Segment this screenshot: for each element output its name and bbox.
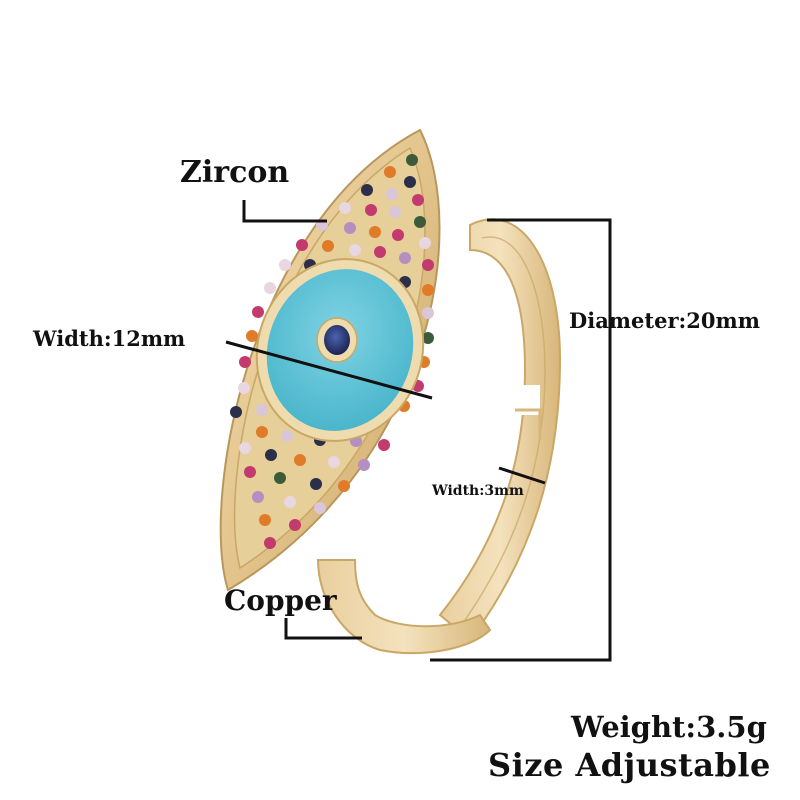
zircon-leader bbox=[242, 200, 327, 223]
width-3mm-line bbox=[498, 466, 546, 485]
zircon-stones bbox=[230, 154, 434, 549]
annotation-lines bbox=[225, 200, 612, 662]
size-adjustable-label: Size Adjustable bbox=[488, 746, 771, 784]
evil-eye bbox=[255, 258, 425, 442]
zircon-label: Zircon bbox=[180, 155, 290, 190]
copper-leader bbox=[284, 618, 362, 640]
band-width-label: Width:3mm bbox=[432, 483, 524, 499]
weight-label: Weight:3.5g bbox=[571, 710, 767, 744]
ring-band bbox=[316, 218, 562, 655]
diameter-bracket bbox=[430, 218, 612, 662]
diameter-label: Diameter:20mm bbox=[569, 308, 760, 333]
copper-label: Copper bbox=[224, 584, 337, 617]
face-width-label: Width:12mm bbox=[33, 326, 186, 351]
width-12mm-line bbox=[225, 340, 433, 400]
pupil-stone bbox=[324, 325, 350, 355]
